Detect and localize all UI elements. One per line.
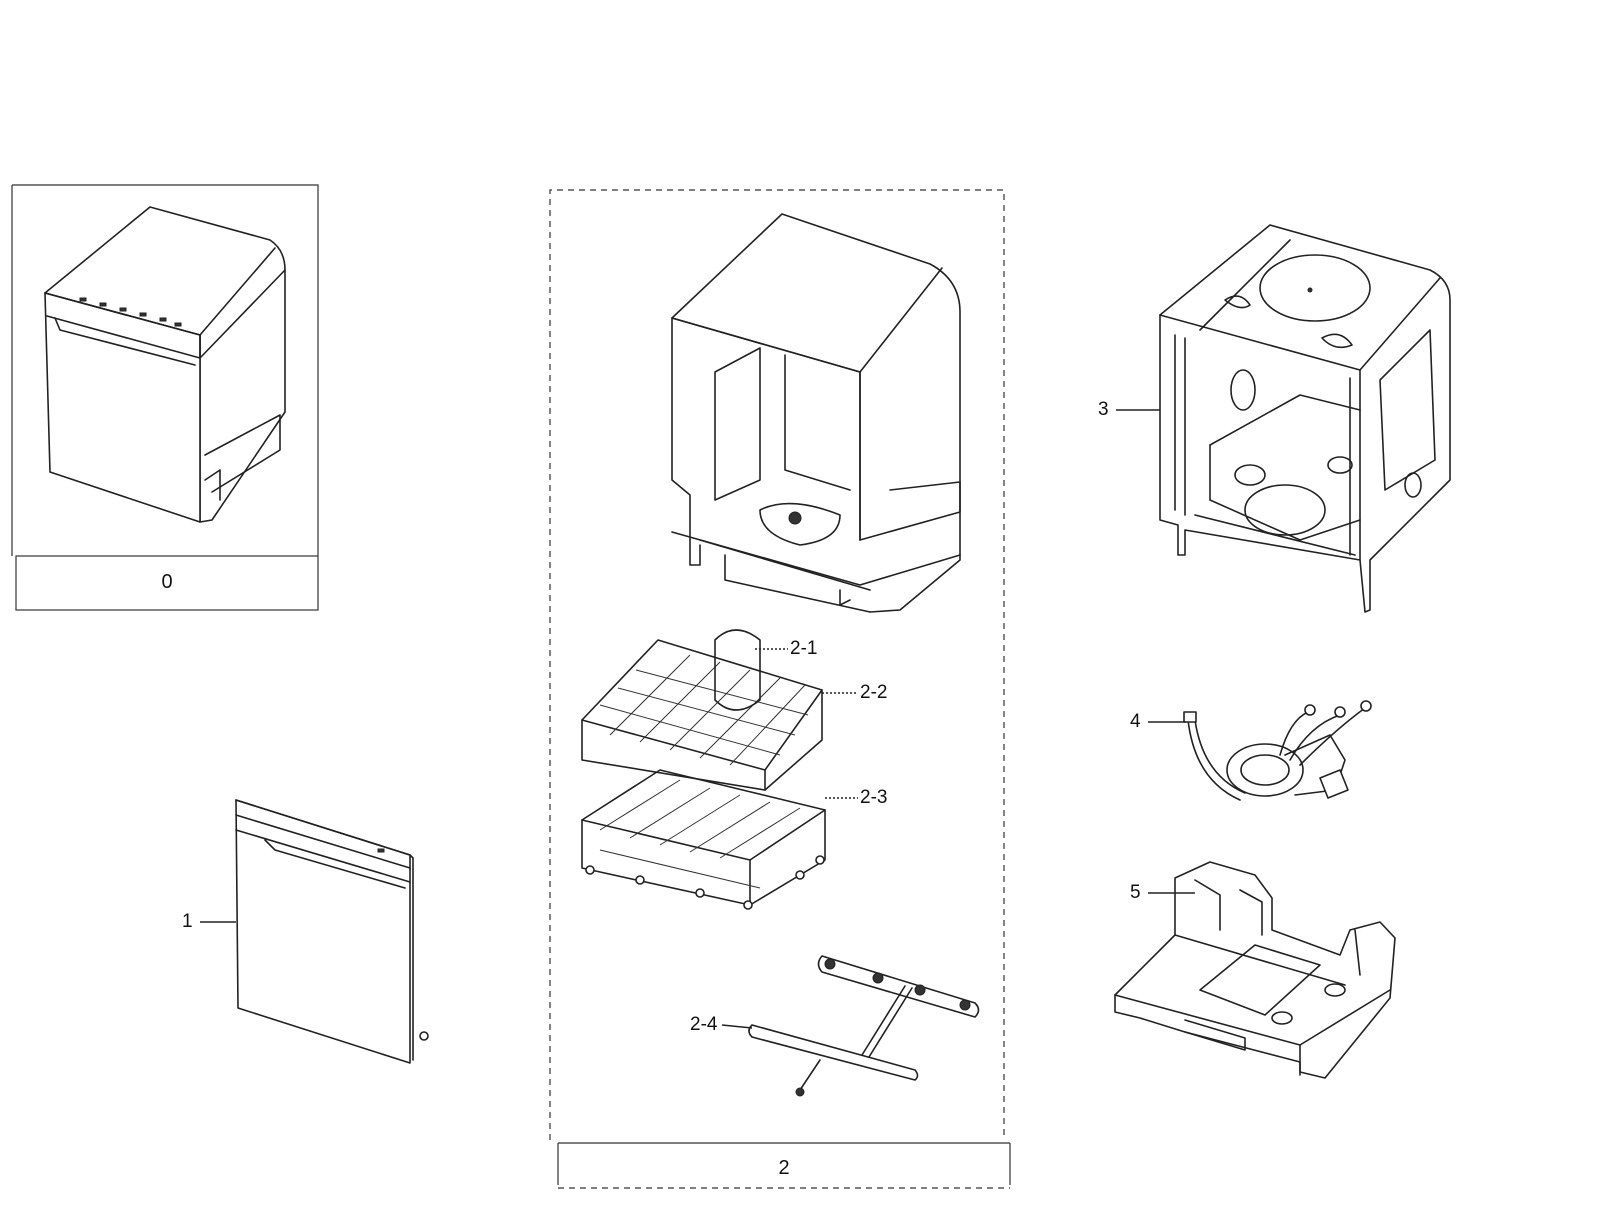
part-label-5: 5 xyxy=(1130,882,1141,903)
box-label-2: 2 xyxy=(778,1157,790,1179)
part-label-2-1: 2-1 xyxy=(790,638,818,659)
leader-lines xyxy=(200,409,1195,1029)
part-label-2-3: 2-3 xyxy=(860,787,888,808)
base-assembly-illustration xyxy=(1114,861,1396,1079)
tub-shell-illustration xyxy=(671,213,961,613)
part-label-2-2: 2-2 xyxy=(860,682,888,703)
part-label-3: 3 xyxy=(1098,399,1109,420)
box-label-0: 0 xyxy=(161,571,173,593)
box-assembly-2 xyxy=(549,189,1011,1189)
part-label-4: 4 xyxy=(1130,711,1141,732)
door-panel-illustration xyxy=(235,799,429,1064)
upper-rack-illustration xyxy=(581,629,823,791)
box-assembly-0 xyxy=(11,184,319,611)
lower-rack-illustration xyxy=(581,769,826,910)
hose-assembly-illustration xyxy=(1183,700,1372,801)
dishwasher-complete-illustration xyxy=(44,206,286,523)
spray-arm-illustration xyxy=(748,955,980,1097)
part-label-2-4: 2-4 xyxy=(690,1014,718,1035)
part-label-1: 1 xyxy=(182,911,193,932)
tub-frame-illustration xyxy=(1159,224,1451,613)
